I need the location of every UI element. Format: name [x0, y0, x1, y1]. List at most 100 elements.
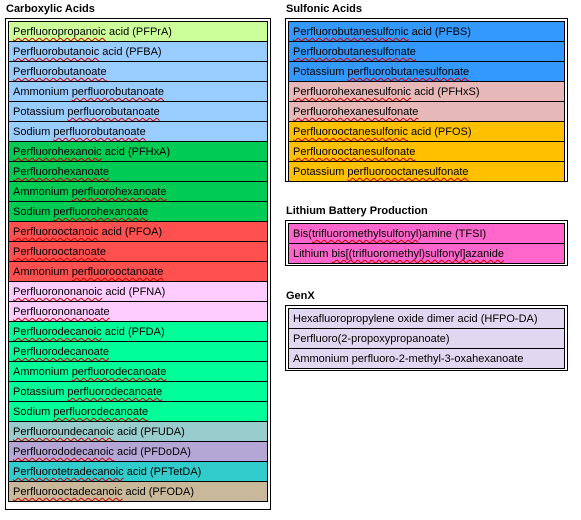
row-text-sq: trifluoromethylsulfonyl [311, 228, 419, 240]
genx-row: Hexafluoropropylene oxide dimer acid (HF… [288, 308, 565, 329]
row-text-sq: Perfluorodecanoate [13, 346, 110, 358]
row-text-post: acid (PFHxA) [101, 146, 171, 158]
row-text-post: acid (PFUDA) [113, 426, 185, 438]
row-text-sq: Perfluoroundecanoic [13, 426, 114, 438]
row-text-post: acid (PFNA) [102, 286, 166, 298]
row-text-post: acid (PFDoDA) [113, 446, 191, 458]
sulfonic-row: Perfluorohexanesulfonate [288, 101, 565, 122]
row-text-post: acid (PFHxS) [411, 86, 480, 98]
row-text-post: acid (PFDA) [101, 326, 165, 338]
row-text-sq: perfluorooctanesulfonate [347, 166, 469, 178]
sulfonic-row: Perfluorooctanesulfonic acid (PFOS) [288, 121, 565, 142]
carboxylic-row: Potassium perfluorodecanoate [8, 381, 268, 402]
carboxylic-list: Perfluoropropanoic acid (PFPrA)Perfluoro… [5, 18, 271, 510]
carboxylic-row: Perfluorononanoate [8, 301, 268, 322]
row-text-sq: Perfluorobutanoic [13, 46, 100, 58]
row-text-post: acid (PFBS) [408, 26, 471, 38]
lithium-title: Lithium Battery Production [286, 205, 428, 217]
genx-row: Perfluoro(2-propoxypropanoate) [288, 328, 565, 349]
sulfonic-row: Potassium perfluorooctanesulfonate [288, 161, 565, 182]
row-text-sq: perfluorobutanoate [53, 126, 146, 138]
row-text-pre: Ammonium perfluoro-2-methyl-3-oxahexanoa… [293, 353, 524, 365]
row-text-pre: Hexafluoropropylene oxide dimer acid (HF… [293, 313, 538, 325]
row-text-post: acid (PFPrA) [105, 26, 172, 38]
row-text-sq: Perfluorohexanoic [13, 146, 102, 158]
carboxylic-row: Perfluorooctanoate [8, 241, 268, 262]
row-text-pre: Sodium [13, 126, 54, 138]
row-text-sq: perfluorobutanesulfonate [347, 66, 470, 78]
row-text-pre: Potassium [293, 166, 348, 178]
row-text-sq: perfluorodecanoate [53, 406, 149, 418]
row-text-sq: Perfluorododecanoic [13, 446, 114, 458]
row-text-sq: Perfluorohexanesulfonic [293, 86, 412, 98]
row-text-sq: Perfluorooctanoic [13, 226, 99, 238]
carboxylic-row: Perfluorooctanoic acid (PFOA) [8, 221, 268, 242]
carboxylic-row: Perfluoropropanoic acid (PFPrA) [8, 21, 268, 42]
row-text-sq: bis[(trifluoromethyl)sulfonyl]azanide [331, 248, 504, 260]
row-text-sq: perfluorobutanoate [67, 106, 160, 118]
carboxylic-row: Ammonium perfluorobutanoate [8, 81, 268, 102]
carboxylic-row: Perfluorodecanoic acid (PFDA) [8, 321, 268, 342]
row-text-pre: Lithium [293, 248, 332, 260]
row-text-sq: perfluorohexanoate [53, 206, 149, 218]
row-text-sq: Perfluorononanoate [13, 306, 110, 318]
sulfonic-title: Sulfonic Acids [286, 3, 362, 15]
row-text-pre: Ammonium [13, 186, 72, 198]
row-text-sq: Perfluorobutanoate [13, 66, 107, 78]
carboxylic-row: Perfluorohexanoic acid (PFHxA) [8, 141, 268, 162]
row-text-sq: Perfluorooctadecanoic [13, 486, 123, 498]
row-text-pre: Bis( [293, 228, 312, 240]
carboxylic-row: Ammonium perfluorodecanoate [8, 361, 268, 382]
row-text-sq: Perfluorononanoic [13, 286, 103, 298]
carboxylic-title: Carboxylic Acids [6, 3, 95, 15]
carboxylic-row: Sodium perfluorobutanoate [8, 121, 268, 142]
row-text-sq: Perfluorobutanesulfonic [293, 26, 409, 38]
carboxylic-row: Perfluorononanoic acid (PFNA) [8, 281, 268, 302]
sulfonic-row: Perfluorobutanesulfonate [288, 41, 565, 62]
row-text-post: acid (PFBA) [99, 46, 162, 58]
row-text-pre: Sodium [13, 206, 54, 218]
lithium-list: Bis(trifluoromethylsulfonyl)amine (TFSI)… [285, 220, 568, 266]
row-text-post: )amine (TFSI) [418, 228, 487, 240]
lithium-row: Lithium bis[(trifluoromethyl)sulfonyl]az… [288, 243, 565, 264]
row-text-post: acid (PFOS) [407, 126, 472, 138]
sulfonic-row: Potassium perfluorobutanesulfonate [288, 61, 565, 82]
row-text-sq: Perfluorotetradecanoic [13, 466, 124, 478]
genx-title: GenX [286, 290, 315, 302]
row-text-pre: Potassium [13, 386, 68, 398]
row-text-post: acid (PFODA) [122, 486, 194, 498]
row-text-sq: Perfluorooctanoate [13, 246, 106, 258]
carboxylic-row: Perfluoroundecanoic acid (PFUDA) [8, 421, 268, 442]
carboxylic-row: Ammonium perfluorooctanoate [8, 261, 268, 282]
row-text-sq: perfluorooctanoate [71, 266, 164, 278]
row-text-pre: Potassium [13, 106, 68, 118]
row-text-sq: perfluorobutanoate [71, 86, 165, 98]
carboxylic-row: Perfluorooctadecanoic acid (PFODA) [8, 481, 268, 502]
row-text-pre: Ammonium [13, 86, 72, 98]
sulfonic-row: Perfluorobutanesulfonic acid (PFBS) [288, 21, 565, 42]
genx-list: Hexafluoropropylene oxide dimer acid (HF… [285, 305, 568, 371]
carboxylic-row: Perfluorobutanoic acid (PFBA) [8, 41, 268, 62]
row-text-sq: Perfluorooctanesulfonic [293, 126, 408, 138]
row-text-sq: Perfluorobutanesulfonate [293, 46, 416, 58]
carboxylic-row: Sodium perfluorohexanoate [8, 201, 268, 222]
lithium-row: Bis(trifluoromethylsulfonyl)amine (TFSI) [288, 223, 565, 244]
row-text-sq: Perfluorooctanesulfonate [293, 146, 416, 158]
carboxylic-row: Perfluorotetradecanoic acid (PFTetDA) [8, 461, 268, 482]
carboxylic-row: Perfluorodecanoate [8, 341, 268, 362]
carboxylic-row: Ammonium perfluorohexanoate [8, 181, 268, 202]
row-text-pre: Sodium [13, 406, 54, 418]
row-text-post: acid (PFTetDA) [123, 466, 202, 478]
sulfonic-row: Perfluorooctanesulfonate [288, 141, 565, 162]
row-text-post: acid (PFOA) [98, 226, 163, 238]
carboxylic-row: Potassium perfluorobutanoate [8, 101, 268, 122]
sulfonic-row: Perfluorohexanesulfonic acid (PFHxS) [288, 81, 565, 102]
row-text-pre: Ammonium [13, 366, 72, 378]
row-text-sq: Perfluoropropanoic [13, 26, 106, 38]
genx-row: Ammonium perfluoro-2-methyl-3-oxahexanoa… [288, 348, 565, 369]
row-text-sq: Perfluorohexanesulfonate [293, 106, 419, 118]
row-text-sq: Perfluorodecanoic [13, 326, 102, 338]
sulfonic-list: Perfluorobutanesulfonic acid (PFBS)Perfl… [285, 18, 568, 182]
carboxylic-row: Perfluorobutanoate [8, 61, 268, 82]
carboxylic-row: Perfluorohexanoate [8, 161, 268, 182]
